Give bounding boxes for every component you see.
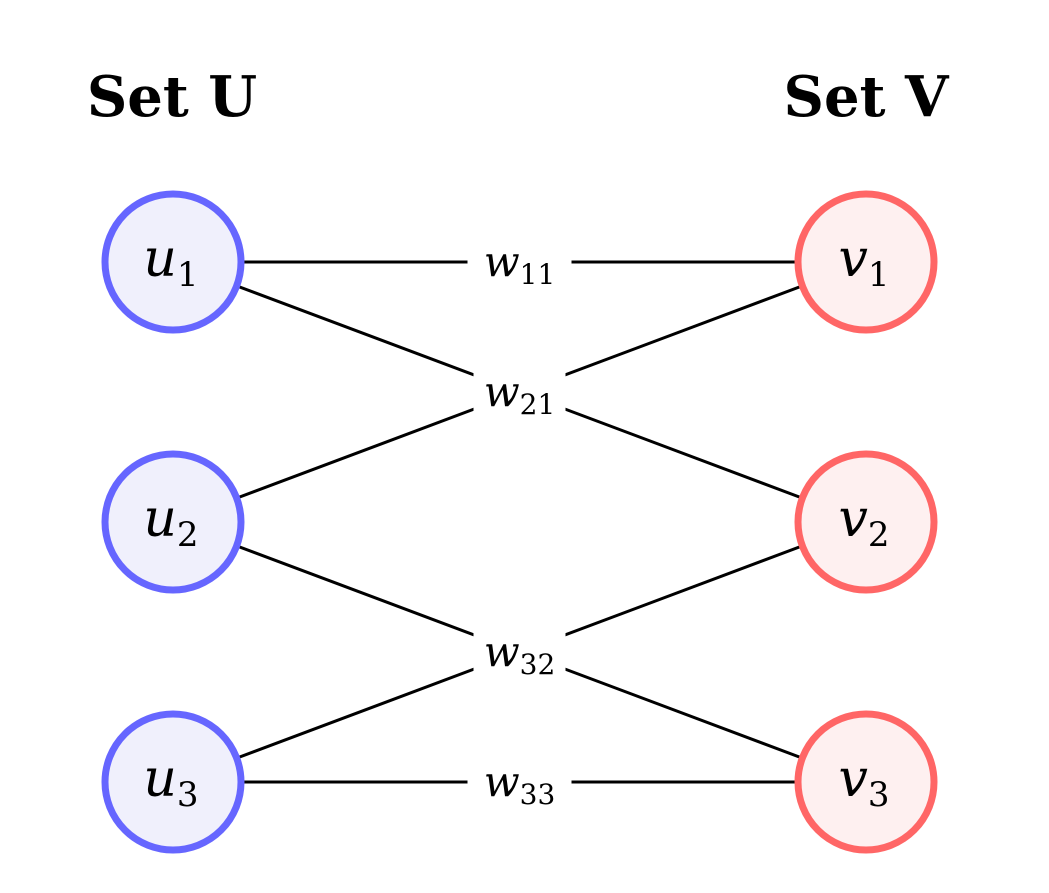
node-circle [794, 710, 938, 854]
node-symbol: u [143, 229, 177, 289]
set-u-title: Set U [87, 64, 257, 130]
edge-weight-symbol: w [484, 627, 520, 676]
edge-label-background [467, 232, 572, 290]
edge-label-background [473, 626, 566, 676]
node-subscript: 3 [868, 775, 890, 815]
node-subscript: 1 [177, 255, 199, 295]
node-circle [101, 190, 245, 334]
node-u1: u1 [101, 190, 245, 334]
node-circle [794, 190, 938, 334]
node-u3: u3 [101, 710, 245, 854]
node-v3: v3 [794, 710, 938, 854]
edge-weight-symbol: w [484, 367, 520, 416]
node-v2: v2 [794, 450, 938, 594]
node-v1: v1 [794, 190, 938, 334]
node-subscript: 2 [868, 515, 890, 555]
node-subscript: 1 [868, 255, 890, 295]
edge-weight-symbol: w [484, 757, 520, 806]
set-v-title: Set V [784, 64, 950, 130]
node-symbol: v [838, 749, 867, 809]
node-circle [101, 450, 245, 594]
node-label: v1 [838, 229, 889, 295]
node-subscript: 3 [177, 775, 199, 815]
edge-label-u3-v2: w32 [473, 626, 566, 681]
edge-weight-subscript: 33 [520, 778, 556, 811]
node-symbol: u [143, 749, 177, 809]
edge-weight-label: w32 [484, 627, 556, 681]
node-symbol: v [838, 489, 867, 549]
edge-weight-label: w21 [484, 367, 556, 421]
node-subscript: 2 [177, 515, 199, 555]
edge-label-background [473, 366, 566, 416]
edge-label-u2-v1: w21 [473, 366, 566, 421]
node-label: u2 [143, 489, 198, 555]
edge-weight-label: w33 [484, 757, 556, 811]
node-circle [794, 450, 938, 594]
edge-label-u3-v3: w33 [467, 752, 572, 811]
edges-layer [236, 260, 803, 784]
edge-label-background [467, 752, 572, 810]
edge-labels-layer: w11w21w21w32w32w33 [467, 232, 572, 811]
edge-weight-label: w11 [484, 237, 556, 291]
node-label: u1 [143, 229, 198, 295]
node-label: u3 [143, 749, 198, 815]
node-label: v2 [838, 489, 889, 555]
edge-weight-subscript: 21 [520, 388, 556, 421]
node-label: v3 [838, 749, 889, 815]
node-circle [101, 710, 245, 854]
edge-weight-subscript: 11 [520, 258, 556, 291]
edge-weight-subscript: 32 [520, 648, 556, 681]
edge-weight-symbol: w [484, 237, 520, 286]
node-symbol: u [143, 489, 177, 549]
edge-label-u1-v1: w11 [467, 232, 572, 291]
node-symbol: v [838, 229, 867, 289]
node-u2: u2 [101, 450, 245, 594]
